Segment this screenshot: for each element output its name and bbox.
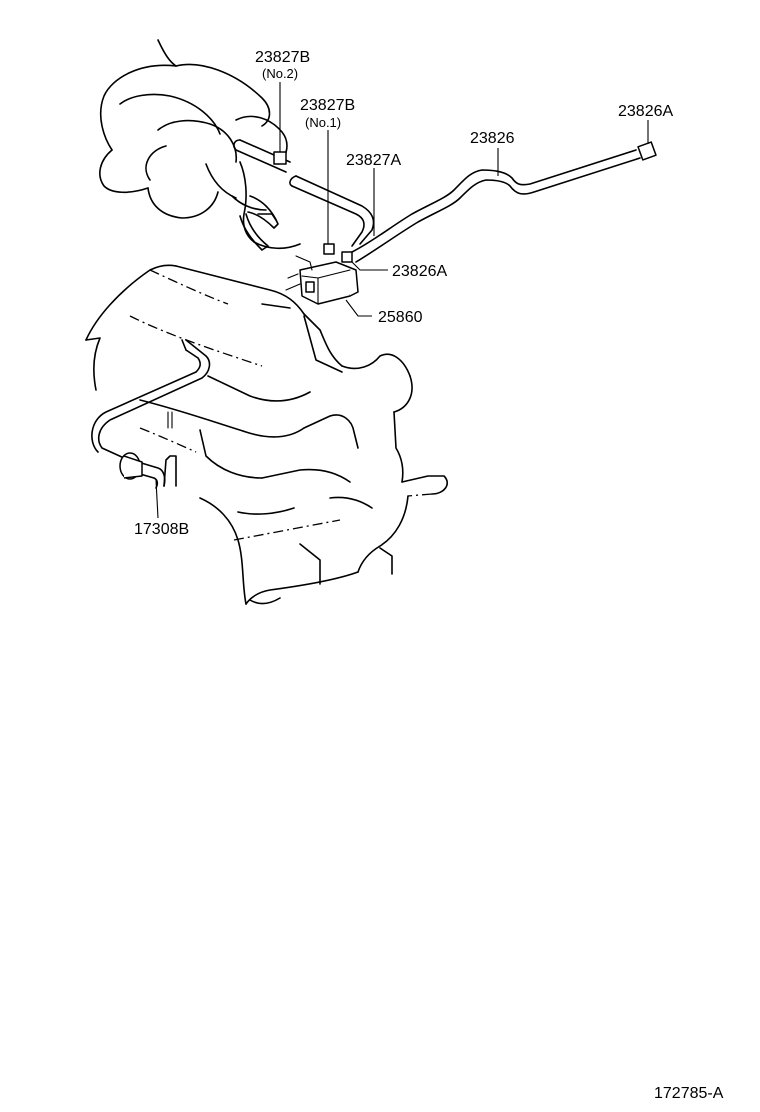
label-23827b-no1: 23827B (300, 97, 355, 114)
label-23826a-mid: 23826A (392, 263, 447, 280)
vsv-valve (285, 255, 359, 305)
filter-icon (119, 452, 143, 480)
hose-23827a (289, 175, 375, 247)
leader-lines (155, 82, 649, 519)
clamp-icon (273, 141, 657, 263)
label-23827b-no2-note: (No.2) (262, 66, 298, 81)
part-labels: 23827B (No.2) 23827B (No.1) 23827A 23826… (134, 49, 724, 1102)
label-25860: 25860 (378, 309, 423, 326)
label-23827b-no2: 23827B (255, 49, 310, 66)
label-23827a: 23827A (346, 152, 401, 169)
illustration-code: 172785-A (654, 1085, 724, 1102)
engine-illustration (85, 39, 448, 605)
label-23826a-top: 23826A (618, 103, 673, 120)
hose-23826 (351, 149, 641, 263)
label-23826: 23826 (470, 130, 515, 147)
label-23827b-no1-note: (No.1) (305, 115, 341, 130)
hose-17308b (91, 339, 211, 489)
label-17308b: 17308B (134, 521, 189, 538)
